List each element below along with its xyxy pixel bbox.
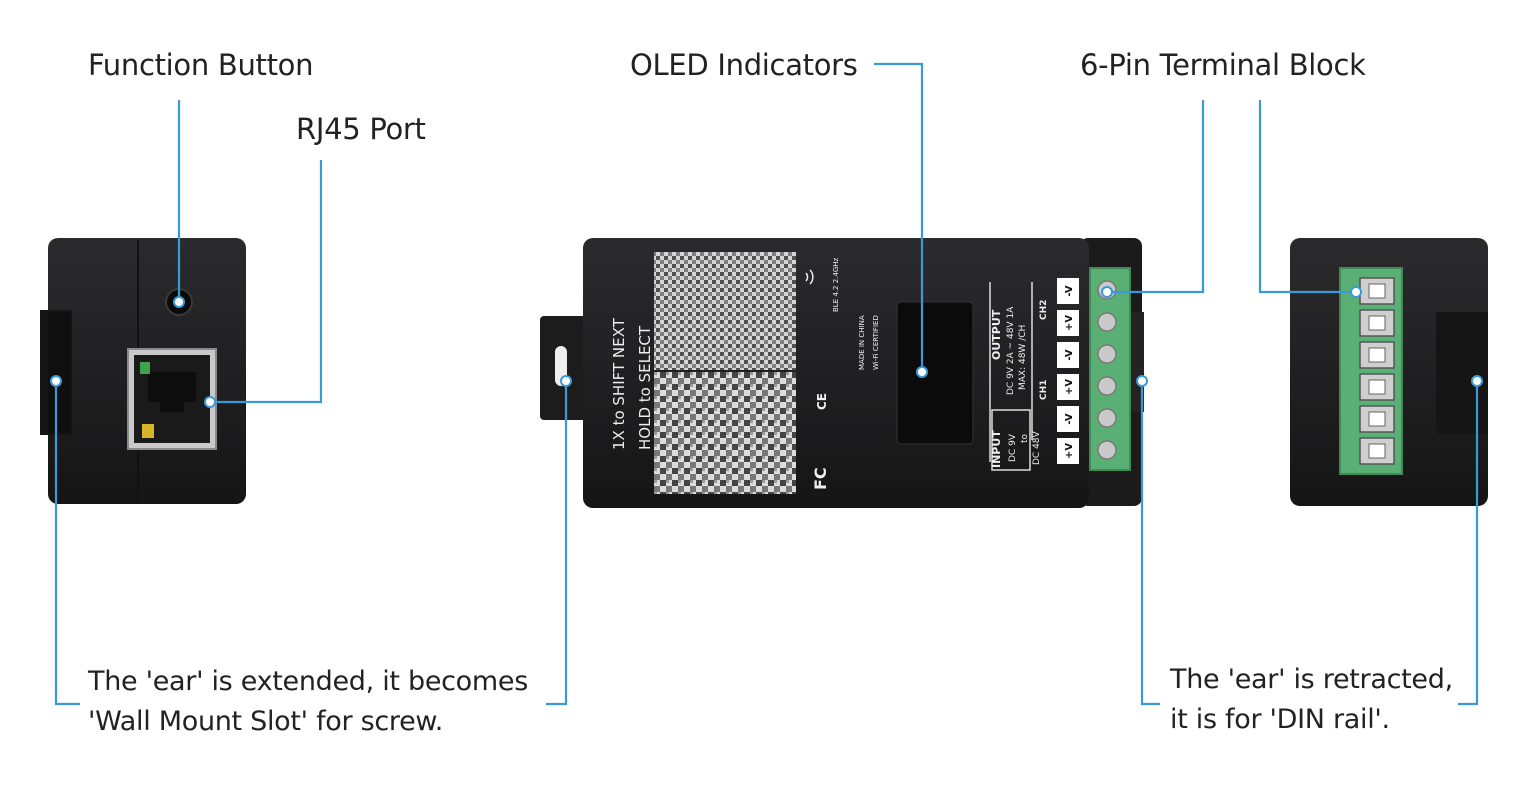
rj45-port-icon (127, 348, 217, 450)
output-spec-2: MAX: 48W /CH (1018, 325, 1028, 390)
pin-2-label: +V (1064, 315, 1075, 331)
ear-extended-caption: The 'ear' is extended, it becomes 'Wall … (88, 662, 528, 742)
function-button-label: Function Button (88, 48, 314, 82)
leader-rj45 (210, 160, 323, 404)
pin-3-label: -V (1064, 349, 1075, 360)
left-end-view (40, 238, 246, 504)
ear-retracted-caption: The 'ear' is retracted, it is for 'DIN r… (1170, 660, 1453, 740)
terminal-block-label: 6-Pin Terminal Block (1080, 48, 1366, 82)
center-device: -V +V -V +V -V +V 1X to SHIFT NEXT HOLD … (540, 238, 1144, 508)
pin-markers (1057, 278, 1079, 464)
oled-screen (896, 301, 974, 445)
pin-1-label: -V (1064, 285, 1075, 296)
ear-retracted-line-2: it is for 'DIN rail'. (1170, 704, 1390, 735)
output-title: OUTPUT (990, 309, 1003, 360)
label-area (654, 252, 796, 370)
terminal-block (1089, 267, 1131, 471)
ear-retracted (1128, 312, 1144, 412)
leader-ear-extended (546, 381, 568, 706)
ch1-label: CH1 (1039, 380, 1049, 400)
wifi-icon (805, 269, 814, 285)
right-ear-slot (1436, 312, 1488, 434)
leader-terminal-center (1107, 100, 1205, 294)
made-in-text: MADE IN CHINA (858, 315, 866, 370)
pin-6-label: +V (1064, 443, 1075, 459)
ear-retracted-line-1: The 'ear' is retracted, (1170, 664, 1453, 695)
right-end-view (1290, 238, 1488, 506)
wifi-cert-text: Wi-Fi CERTIFIED (872, 315, 880, 370)
ce-mark: CE (815, 393, 829, 410)
input-spec-1: DC 9V (1008, 433, 1018, 462)
leader-left-ear (54, 381, 80, 706)
leader-dots (50, 286, 1483, 408)
input-title: INPUT (990, 430, 1003, 468)
pin-5-label: -V (1064, 413, 1075, 424)
button-instruction-2: HOLD to SELECT (636, 325, 654, 450)
pin-4-label: +V (1064, 379, 1075, 395)
ch2-label: CH2 (1039, 300, 1049, 320)
leader-terminal-right (1258, 100, 1356, 294)
oled-indicators-label: OLED Indicators (630, 48, 858, 82)
input-spec-3: DC 48V (1032, 430, 1042, 465)
leader-right-ear (1458, 381, 1479, 706)
output-spec-1: DC 9V 2A ~ 48V 1A (1006, 306, 1016, 395)
ear-extended-line-2: 'Wall Mount Slot' for screw. (88, 706, 444, 737)
leader-ear-retracted (1140, 381, 1160, 706)
qr-code (654, 372, 796, 494)
input-spec-2: to (1020, 433, 1030, 443)
fcc-mark: FC (811, 467, 830, 490)
ear-extended-line-1: The 'ear' is extended, it becomes (88, 666, 528, 697)
ble-text: BLE 4.2 2.4GHz (832, 257, 840, 312)
rj45-port-label: RJ45 Port (296, 112, 426, 146)
button-instruction-1: 1X to SHIFT NEXT (610, 317, 628, 450)
leader-oled (874, 62, 924, 372)
leader-lines (54, 62, 1479, 706)
